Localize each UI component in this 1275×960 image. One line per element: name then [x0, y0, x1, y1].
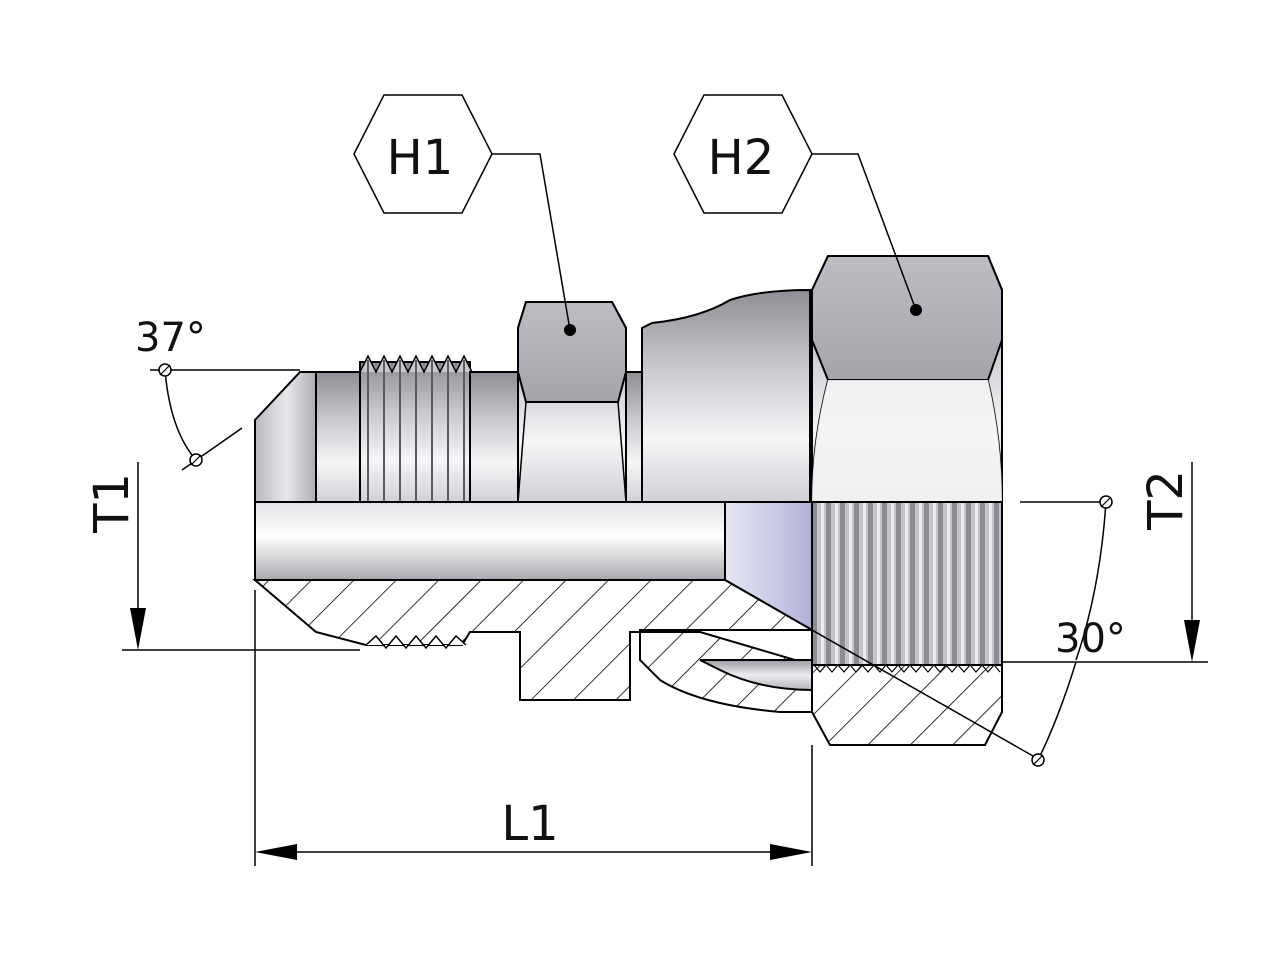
fitting-exterior: [254, 255, 1003, 503]
section-nut: [811, 664, 1003, 746]
label-h1: H1: [387, 130, 454, 186]
dim-t2: T2: [1002, 462, 1208, 663]
balloon-h1: H1: [353, 94, 576, 336]
male-thread: [359, 354, 473, 503]
label-l1: L1: [501, 796, 558, 852]
angle-37: 37°: [135, 315, 300, 471]
swivel-body: [641, 288, 811, 503]
neck: [469, 371, 519, 503]
dim-l1: L1: [254, 590, 813, 866]
bore: [254, 501, 726, 581]
dim-t1: T1: [84, 462, 360, 651]
label-angle-30: 30°: [1055, 616, 1126, 662]
label-t2: T2: [1138, 470, 1194, 531]
label-h2: H2: [708, 130, 775, 186]
female-thread: [811, 501, 1003, 666]
label-t1: T1: [84, 473, 140, 534]
fitting-section: [252, 501, 1003, 746]
shank: [315, 371, 363, 503]
thread-teeth-section: [365, 634, 467, 650]
angle-30: 30°: [811, 495, 1126, 767]
collar: [625, 371, 643, 503]
flare-nose: [254, 371, 319, 503]
hex-h2: [811, 255, 1003, 503]
balloon-h2: H2: [673, 94, 922, 316]
label-angle-37: 37°: [135, 315, 206, 361]
